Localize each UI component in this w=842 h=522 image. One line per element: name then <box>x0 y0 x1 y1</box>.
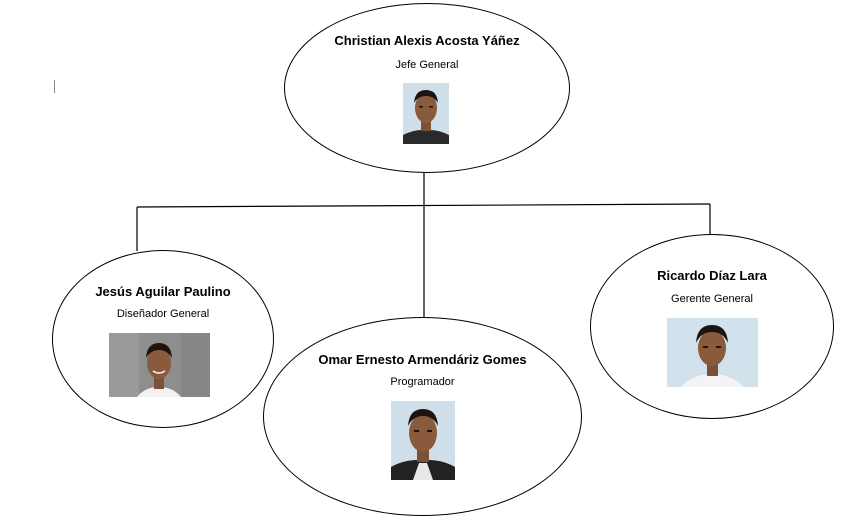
node-role: Gerente General <box>671 293 753 305</box>
portrait-photo-icon <box>391 401 455 480</box>
org-node-disenador-general: Jesús Aguilar Paulino Diseñador General <box>52 250 274 428</box>
node-role: Jefe General <box>395 59 459 71</box>
node-name: Jesús Aguilar Paulino <box>95 284 231 299</box>
portrait-photo-icon <box>403 83 449 144</box>
org-node-gerente-general: Ricardo Díaz Lara Gerente General <box>590 234 834 419</box>
node-name: Ricardo Díaz Lara <box>657 268 767 283</box>
org-node-jefe-general: Christian Alexis Acosta Yáñez Jefe Gener… <box>284 3 570 173</box>
node-role: Programador <box>390 376 455 388</box>
org-node-programador: Omar Ernesto Armendáriz Gomes Programado… <box>263 317 582 516</box>
portrait-photo-icon <box>667 318 758 387</box>
portrait-photo-icon <box>109 333 210 397</box>
node-name: Christian Alexis Acosta Yáñez <box>334 33 520 48</box>
node-role: Diseñador General <box>116 308 210 320</box>
text-cursor <box>54 80 55 93</box>
node-name: Omar Ernesto Armendáriz Gomes <box>318 352 527 367</box>
